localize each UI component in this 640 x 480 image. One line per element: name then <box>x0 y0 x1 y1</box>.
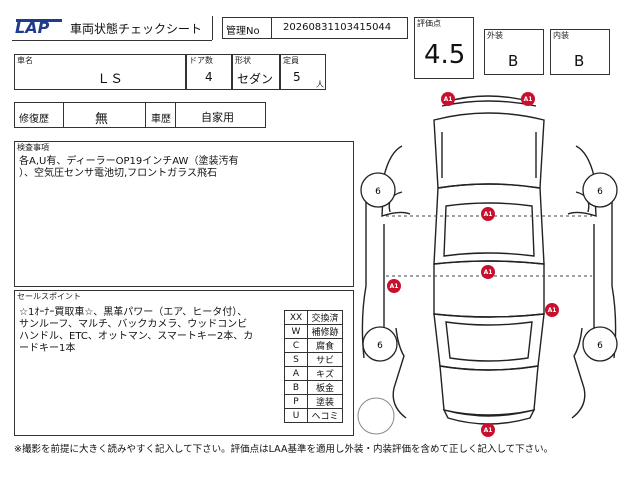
legend-code: P <box>284 394 308 409</box>
damage-label: A1 <box>524 96 533 103</box>
damage-roof: A1 <box>481 265 495 279</box>
damage-left-side: A1 <box>387 279 401 293</box>
car-name-value: ＬＳ <box>97 72 124 87</box>
tire-front-right: 6 <box>582 172 618 208</box>
interior-grade: B <box>574 52 585 70</box>
svg-text:LAP: LAP <box>15 18 50 36</box>
exterior-label: 外装 <box>487 31 503 40</box>
tire-rear-right: 6 <box>582 326 618 362</box>
tire-rear-left: 6 <box>362 326 398 362</box>
damage-label: A1 <box>484 211 493 218</box>
score-value: 4.5 <box>424 40 466 70</box>
car-name-label: 車名 <box>17 56 33 65</box>
damage-front-bumper-left: A1 <box>441 92 455 106</box>
interior-box: 内装 B <box>550 29 610 75</box>
legend-desc: 交換済 <box>307 310 343 325</box>
damage-marks: A1 A1 A1 A1 A1 A1 A1 <box>387 92 559 437</box>
doors-box: ドア数 4 <box>186 54 232 90</box>
damage-label: A1 <box>484 269 493 276</box>
legend-desc: ヘコミ <box>307 408 343 423</box>
legend-desc: 腐食 <box>307 338 343 353</box>
usage-value: 自家用 <box>201 111 234 124</box>
legend-code: A <box>284 366 308 381</box>
sales-line: サンルーフ、マルチ、バックカメラ、ウッドコンビ <box>19 319 248 330</box>
sales-line: ハンドル、ETC、オットマン、スマートキー2本、カ <box>19 331 254 342</box>
car-outline <box>361 95 617 425</box>
legend-desc: サビ <box>307 352 343 367</box>
legend-code: B <box>284 380 308 395</box>
shape-label: 形状 <box>235 56 251 65</box>
legend-code: W <box>284 324 308 339</box>
tire-marks: 6 6 6 6 <box>360 172 618 362</box>
repair-label: 修復歴 <box>19 114 49 125</box>
doors-label: ドア数 <box>189 56 213 65</box>
inspection-box: 検査事項 各A,U有、ディーラーOP19インチAW（塗装汚有 ）、空気圧センサ電… <box>14 141 354 287</box>
damage-label: A1 <box>548 307 557 314</box>
header-underline <box>12 40 212 41</box>
history-row: 修復歴 無 車歴 自家用 <box>14 102 266 128</box>
lap-logo: LAP <box>14 18 64 36</box>
capacity-value: 5 <box>293 70 301 84</box>
repair-value: 無 <box>95 112 109 127</box>
capacity-unit: 人 <box>316 80 324 89</box>
shape-box: 形状 セダン <box>232 54 280 90</box>
shape-value: セダン <box>237 72 274 86</box>
damage-right-side: A1 <box>545 303 559 317</box>
sales-line: ☆1ｵｰﾅｰ買取車☆、黒革パワー（エア、ヒータ付）、 <box>19 307 248 318</box>
legend-code: C <box>284 338 308 353</box>
header-divider <box>212 16 213 40</box>
car-name-box: 車名 ＬＳ <box>14 54 186 90</box>
legend-desc: キズ <box>307 366 343 381</box>
inspection-line: ）、空気圧センサ電池切,フロントガラス飛石 <box>19 168 217 179</box>
damage-label: A1 <box>390 283 399 290</box>
footer-note: ※撮影を前提に大きく読みやすく記入して下さい。評価点はLAA基準を適用し外装・内… <box>14 444 554 455</box>
damage-rear-bumper: A1 <box>481 423 495 437</box>
damage-front-bumper-right: A1 <box>521 92 535 106</box>
doors-value: 4 <box>205 70 213 84</box>
tire-label: 6 <box>597 341 603 351</box>
legend-desc: 補修跡 <box>307 324 343 339</box>
usage-label: 車歴 <box>151 114 171 125</box>
tire-label: 6 <box>375 187 381 197</box>
inspection-line: 各A,U有、ディーラーOP19インチAW（塗装汚有 <box>19 156 239 167</box>
capacity-box: 定員 5 人 <box>280 54 326 90</box>
exterior-box: 外装 B <box>484 29 544 75</box>
inspection-label: 検査事項 <box>17 143 49 152</box>
inspection-text: 各A,U有、ディーラーOP19インチAW（塗装汚有 ）、空気圧センサ電池切,フロ… <box>19 156 238 180</box>
tire-front-left: 6 <box>360 172 396 208</box>
sales-line: ードキー1本 <box>19 343 76 354</box>
legend-desc: 板金 <box>307 380 343 395</box>
score-label: 評価点 <box>417 19 441 28</box>
capacity-label: 定員 <box>283 56 299 65</box>
mgmt-no-label: 管理No <box>226 26 260 37</box>
exterior-grade: B <box>508 52 519 70</box>
legend-code: XX <box>284 310 308 325</box>
legend-desc: 塗装 <box>307 394 343 409</box>
car-damage-diagram: 6 6 6 6 A1 A1 A1 A1 <box>357 92 618 437</box>
damage-hood: A1 <box>481 207 495 221</box>
tire-label: 6 <box>597 187 603 197</box>
interior-label: 内装 <box>553 31 569 40</box>
score-box: 評価点 4.5 <box>414 17 474 79</box>
tire-label: 6 <box>377 341 383 351</box>
legend-code: S <box>284 352 308 367</box>
legend-code: U <box>284 408 308 423</box>
sales-label: セールスポイント <box>17 292 81 301</box>
damage-label: A1 <box>444 96 453 103</box>
sales-text: ☆1ｵｰﾅｰ買取車☆、黒革パワー（エア、ヒータ付）、 サンルーフ、マルチ、バック… <box>19 307 253 355</box>
spare-tire-icon <box>357 397 395 435</box>
sheet-title: 車両状態チェックシート <box>70 22 203 36</box>
mgmt-no-value: 20260831103415044 <box>283 22 392 33</box>
mgmt-no-box: 管理No 20260831103415044 <box>222 17 408 39</box>
damage-label: A1 <box>484 427 493 434</box>
